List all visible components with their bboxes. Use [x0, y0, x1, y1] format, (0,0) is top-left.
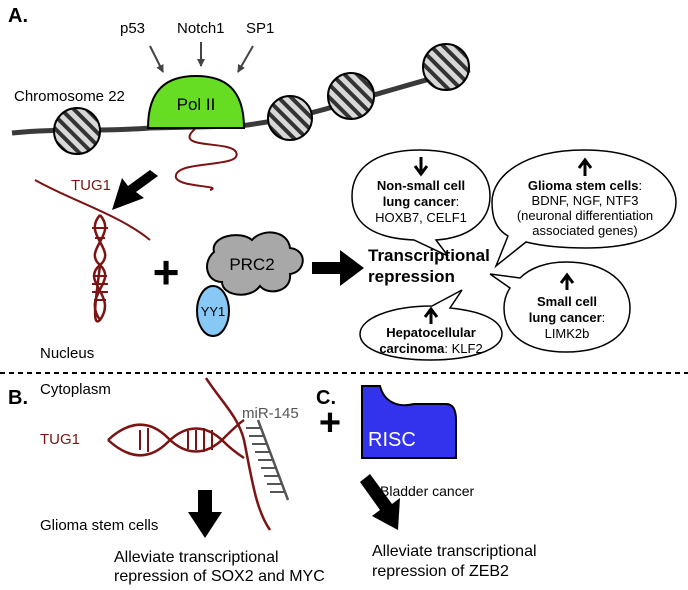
panel-a-label: A. — [8, 5, 28, 27]
panel-c-arrow — [360, 474, 400, 530]
sclc-line3: LIMK2b — [545, 326, 590, 341]
plus-sign-b: + — [319, 402, 341, 444]
pol2-shape — [146, 74, 246, 129]
glioma-line3: (neuronal differentiation — [517, 208, 653, 223]
tug1-b-label: TUG1 — [40, 431, 80, 448]
nsclc-line2: lung cancer: — [383, 194, 460, 209]
glioma-b-label: Glioma stem cells — [40, 517, 158, 534]
sclc-line1: Small cell — [537, 294, 597, 309]
nascent-transcript — [174, 127, 238, 191]
yy1-protein — [196, 285, 230, 337]
bubble-nsclc: Non-small cell lung cancer: HOXB7, CELF1 — [351, 149, 491, 257]
risc-complex — [361, 385, 457, 459]
regulator-p53-label: p53 — [120, 20, 145, 37]
hcc-up-arrow — [423, 306, 439, 324]
cytoplasm-label: Cytoplasm — [40, 381, 111, 398]
prc2-complex — [206, 231, 304, 296]
panel-b-label: B. — [8, 387, 28, 409]
nucleosome-1 — [53, 107, 101, 155]
yy1-label: YY1 — [201, 304, 226, 319]
regulator-sp1-label: SP1 — [246, 20, 274, 37]
panel-b-outcome-2: repression of SOX2 and MYC — [114, 568, 325, 585]
mir145-label: miR-145 — [242, 405, 299, 422]
result-line2: repression — [368, 267, 455, 286]
repression-arrow — [312, 250, 364, 286]
nucleosome-2 — [267, 95, 313, 141]
nucleosome-4 — [422, 43, 470, 91]
plus-sign-a: + — [153, 246, 180, 298]
sclc-up-arrow — [559, 272, 575, 290]
result-line1: Transcriptional — [368, 246, 490, 265]
nsclc-down-arrow — [413, 157, 429, 177]
tug1-b-strand — [204, 377, 272, 531]
tug1-b-helix-1 — [107, 418, 245, 453]
bubble-sclc: Small cell lung cancer: LIMK2b — [489, 261, 631, 353]
panel-b-down-arrow — [188, 490, 222, 538]
pol2-label: Pol II — [177, 95, 216, 114]
prc2-label: PRC2 — [229, 255, 274, 274]
tug1-strand-tail — [34, 179, 151, 241]
transcribe-arrow — [112, 170, 158, 210]
tug1-b-basepairs — [139, 428, 213, 452]
hcc-line1: Hepatocellular — [386, 325, 476, 340]
glioma-line1: Glioma stem cells: — [528, 178, 642, 193]
mir145-basepairs — [246, 427, 285, 493]
tug1-b-helix-2 — [107, 427, 245, 460]
regulator-notch1-label: Notch1 — [177, 20, 225, 37]
sclc-line2: lung cancer: — [529, 310, 606, 325]
bladder-cancer-label: Bladder cancer — [380, 483, 475, 499]
glioma-line4: associated genes) — [532, 223, 638, 238]
bubble-hcc: Hepatocellular carcinoma: KLF2 — [359, 289, 503, 361]
panel-c-outcome-2: repression of ZEB2 — [372, 563, 509, 580]
tug1-basepairs — [92, 227, 108, 301]
panel-c-label: C. — [316, 387, 336, 409]
nucleus-label: Nucleus — [40, 345, 94, 362]
sp1-arrow — [237, 45, 254, 73]
hcc-line2: carcinoma: KLF2 — [379, 341, 482, 356]
chromosome-label: Chromosome 22 — [14, 88, 125, 105]
nucleosome-3 — [327, 72, 375, 120]
glioma-up-arrow — [577, 157, 593, 176]
risc-label: RISC — [368, 429, 416, 451]
tug1-label: TUG1 — [71, 177, 111, 194]
p53-arrow — [149, 45, 164, 73]
panel-b-outcome-1: Alleviate transcriptional — [114, 549, 279, 566]
nsclc-line1: Non-small cell — [377, 178, 465, 193]
glioma-line2: BDNF, NGF, NTF3 — [532, 193, 639, 208]
bubble-glioma: Glioma stem cells: BDNF, NGF, NTF3 (neur… — [491, 149, 677, 269]
nsclc-line3: HOXB7, CELF1 — [375, 210, 467, 225]
panel-c-outcome-1: Alleviate transcriptional — [372, 543, 537, 560]
